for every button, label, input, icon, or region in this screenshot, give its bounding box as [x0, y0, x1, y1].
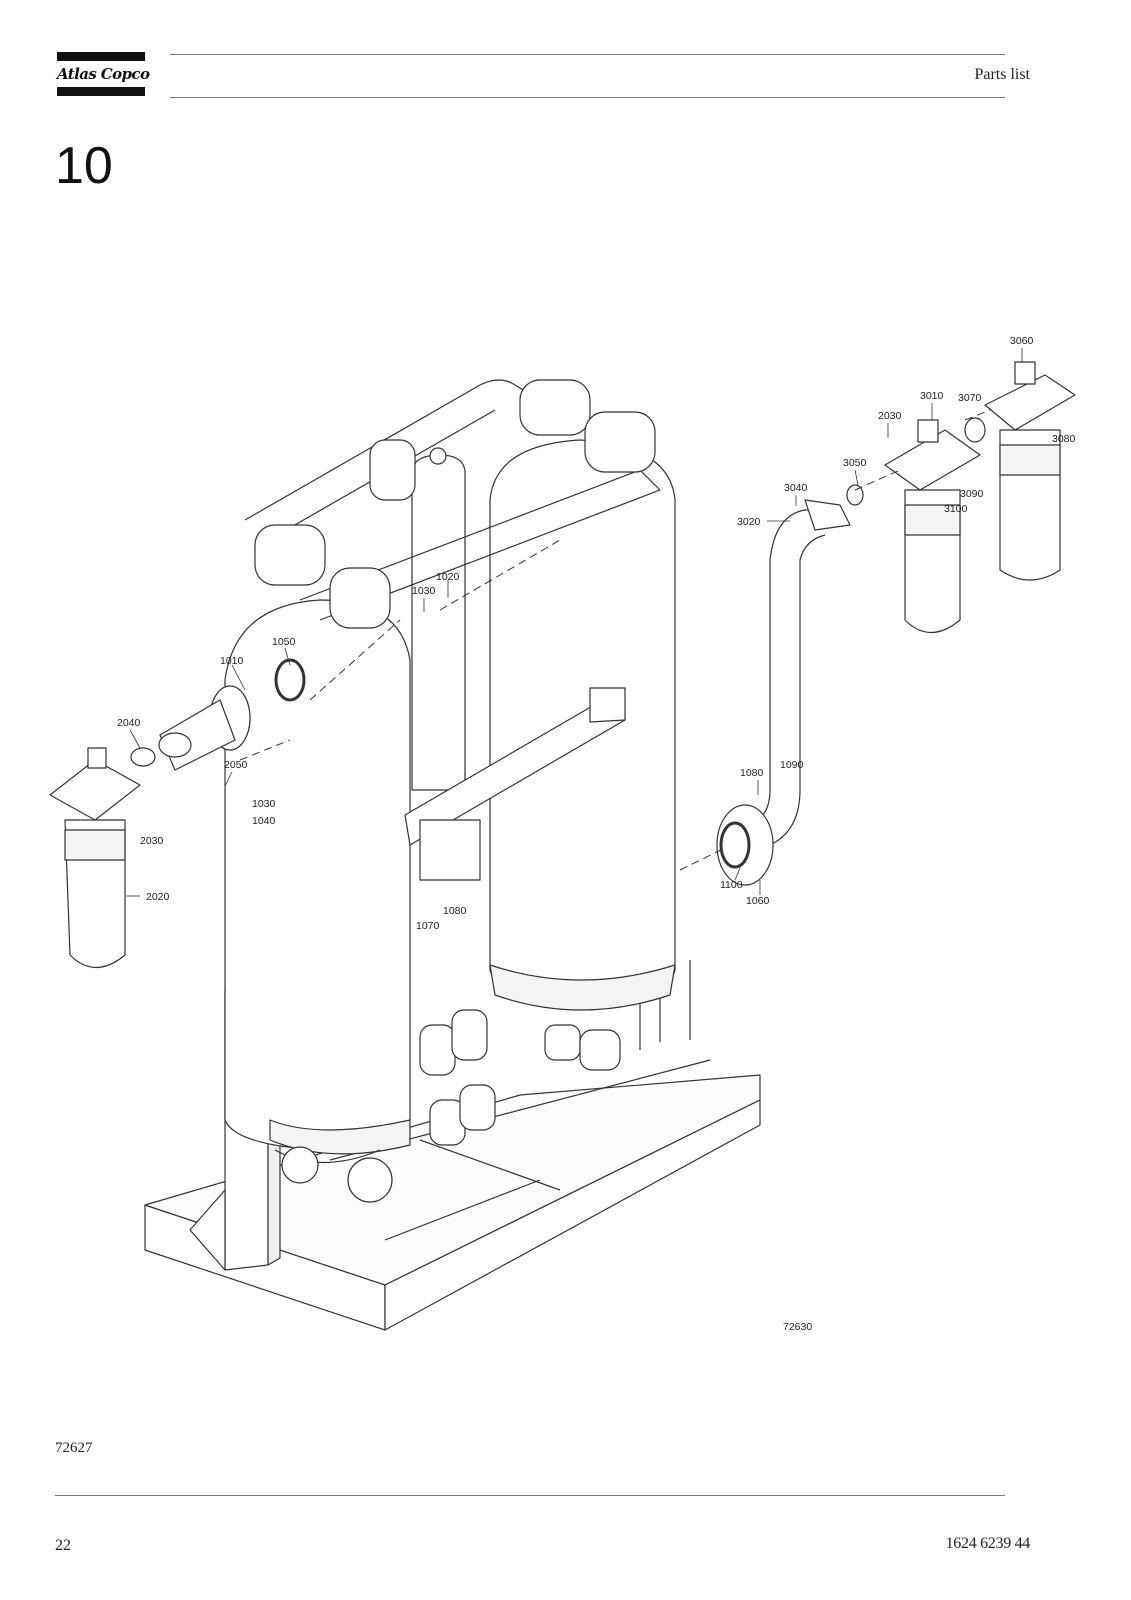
top-piping	[244, 379, 661, 629]
logo-wordmark: Atlas Copco	[57, 65, 150, 83]
right-filters	[884, 361, 1076, 633]
left-vessel	[224, 599, 411, 1163]
callout: 1030	[252, 798, 276, 810]
left-outlet-flange	[130, 658, 306, 771]
callout: 3100	[944, 503, 968, 515]
exploded-view-svg: 3060 3010 3070 2030 3080 3050 3040 3090 …	[49, 335, 1076, 1333]
exploded-view-drawing: 3060 3010 3070 2030 3080 3050 3040 3090 …	[40, 330, 1090, 1370]
callout: 3020	[737, 516, 761, 528]
dashed-assembly-lines	[239, 409, 991, 871]
callout: 3040	[784, 482, 808, 494]
callout: 1030	[412, 585, 436, 597]
callout: 1040	[252, 815, 276, 827]
callout: 2030	[878, 410, 902, 422]
header-rule-bottom	[170, 97, 1005, 98]
header-title: Parts list	[974, 66, 1030, 83]
callout: 1050	[272, 636, 296, 648]
callout: 1010	[220, 655, 244, 667]
callout: 1100	[720, 879, 743, 891]
bottom-valves	[281, 1009, 621, 1203]
callout-labels: 3060 3010 3070 2030 3080 3050 3040 3090 …	[117, 335, 1076, 1333]
callout: 3050	[843, 457, 867, 469]
figure-code: 72627	[55, 1440, 93, 1456]
callout: 3070	[958, 392, 982, 404]
section-number: 10	[55, 137, 113, 195]
footer-rule	[55, 1495, 1005, 1496]
callout: 2040	[117, 717, 141, 729]
callout: 1080	[443, 905, 467, 917]
logo-bar-top	[57, 52, 145, 61]
callout: 3090	[960, 488, 984, 500]
left-filter	[49, 747, 141, 968]
callout: 1070	[416, 920, 440, 932]
brand-logo: Atlas Copco	[57, 52, 150, 96]
callout: 1080	[740, 767, 764, 779]
callout: 2020	[146, 891, 170, 903]
callout: 1060	[746, 895, 770, 907]
callout: 2050	[224, 759, 248, 771]
page-number: 22	[55, 1537, 71, 1554]
callout: 1090	[780, 759, 804, 771]
callout: 1020	[436, 571, 460, 583]
callout: 3080	[1052, 433, 1076, 445]
callout: 2030	[140, 835, 164, 847]
callout-leaders	[126, 348, 1023, 897]
drawing-number: 72630	[783, 1321, 812, 1333]
callout: 3010	[920, 390, 944, 402]
callout: 3060	[1010, 335, 1034, 347]
crossbar	[404, 687, 626, 881]
header-rule-top	[170, 54, 1005, 55]
center-column	[411, 447, 466, 791]
right-inlet-pipe	[716, 484, 864, 886]
logo-bar-bottom	[57, 87, 145, 96]
document-number: 1624 6239 44	[945, 1535, 1031, 1552]
